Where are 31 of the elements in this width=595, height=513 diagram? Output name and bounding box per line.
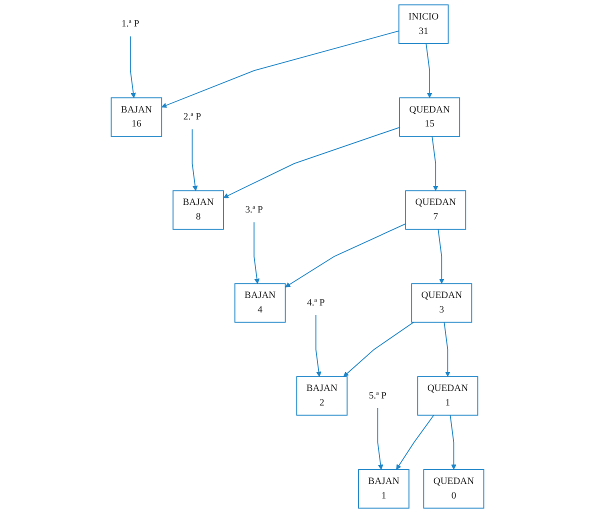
arrow [396, 414, 434, 470]
node-box: QUEDAN 3 [411, 283, 472, 323]
arrow [192, 128, 198, 191]
node-box: QUEDAN 15 [399, 97, 460, 137]
node-box: BAJAN 2 [296, 376, 348, 416]
arrow [254, 222, 260, 284]
node-text: 3.ª P [245, 204, 263, 215]
arrow [161, 30, 400, 108]
node-text: 1.ª P [122, 18, 140, 29]
node-text: 5.ª P [368, 390, 387, 401]
arrow [343, 322, 414, 377]
node-box: BAJAN 1 [358, 469, 410, 509]
node-box: QUEDAN 0 [423, 469, 484, 509]
arrow [377, 408, 384, 470]
node-text: 2.ª P [183, 112, 202, 122]
node-box: INICIO 31 [398, 4, 449, 44]
arrow [438, 228, 444, 284]
arrow [285, 223, 406, 288]
node-box: BAJAN 16 [110, 97, 162, 137]
arrow [432, 136, 438, 191]
arrow [450, 414, 456, 470]
arrow [315, 314, 322, 377]
node-box: QUEDAN 1 [417, 376, 478, 416]
node-box: BAJAN 4 [234, 283, 286, 323]
node-text: 4.ª P [307, 298, 325, 308]
arrow [223, 126, 400, 198]
arrow [130, 36, 136, 98]
arrow [426, 43, 432, 98]
node-box: BAJAN 8 [172, 190, 224, 230]
node-box: QUEDAN 7 [405, 190, 466, 230]
arrow [444, 322, 450, 377]
